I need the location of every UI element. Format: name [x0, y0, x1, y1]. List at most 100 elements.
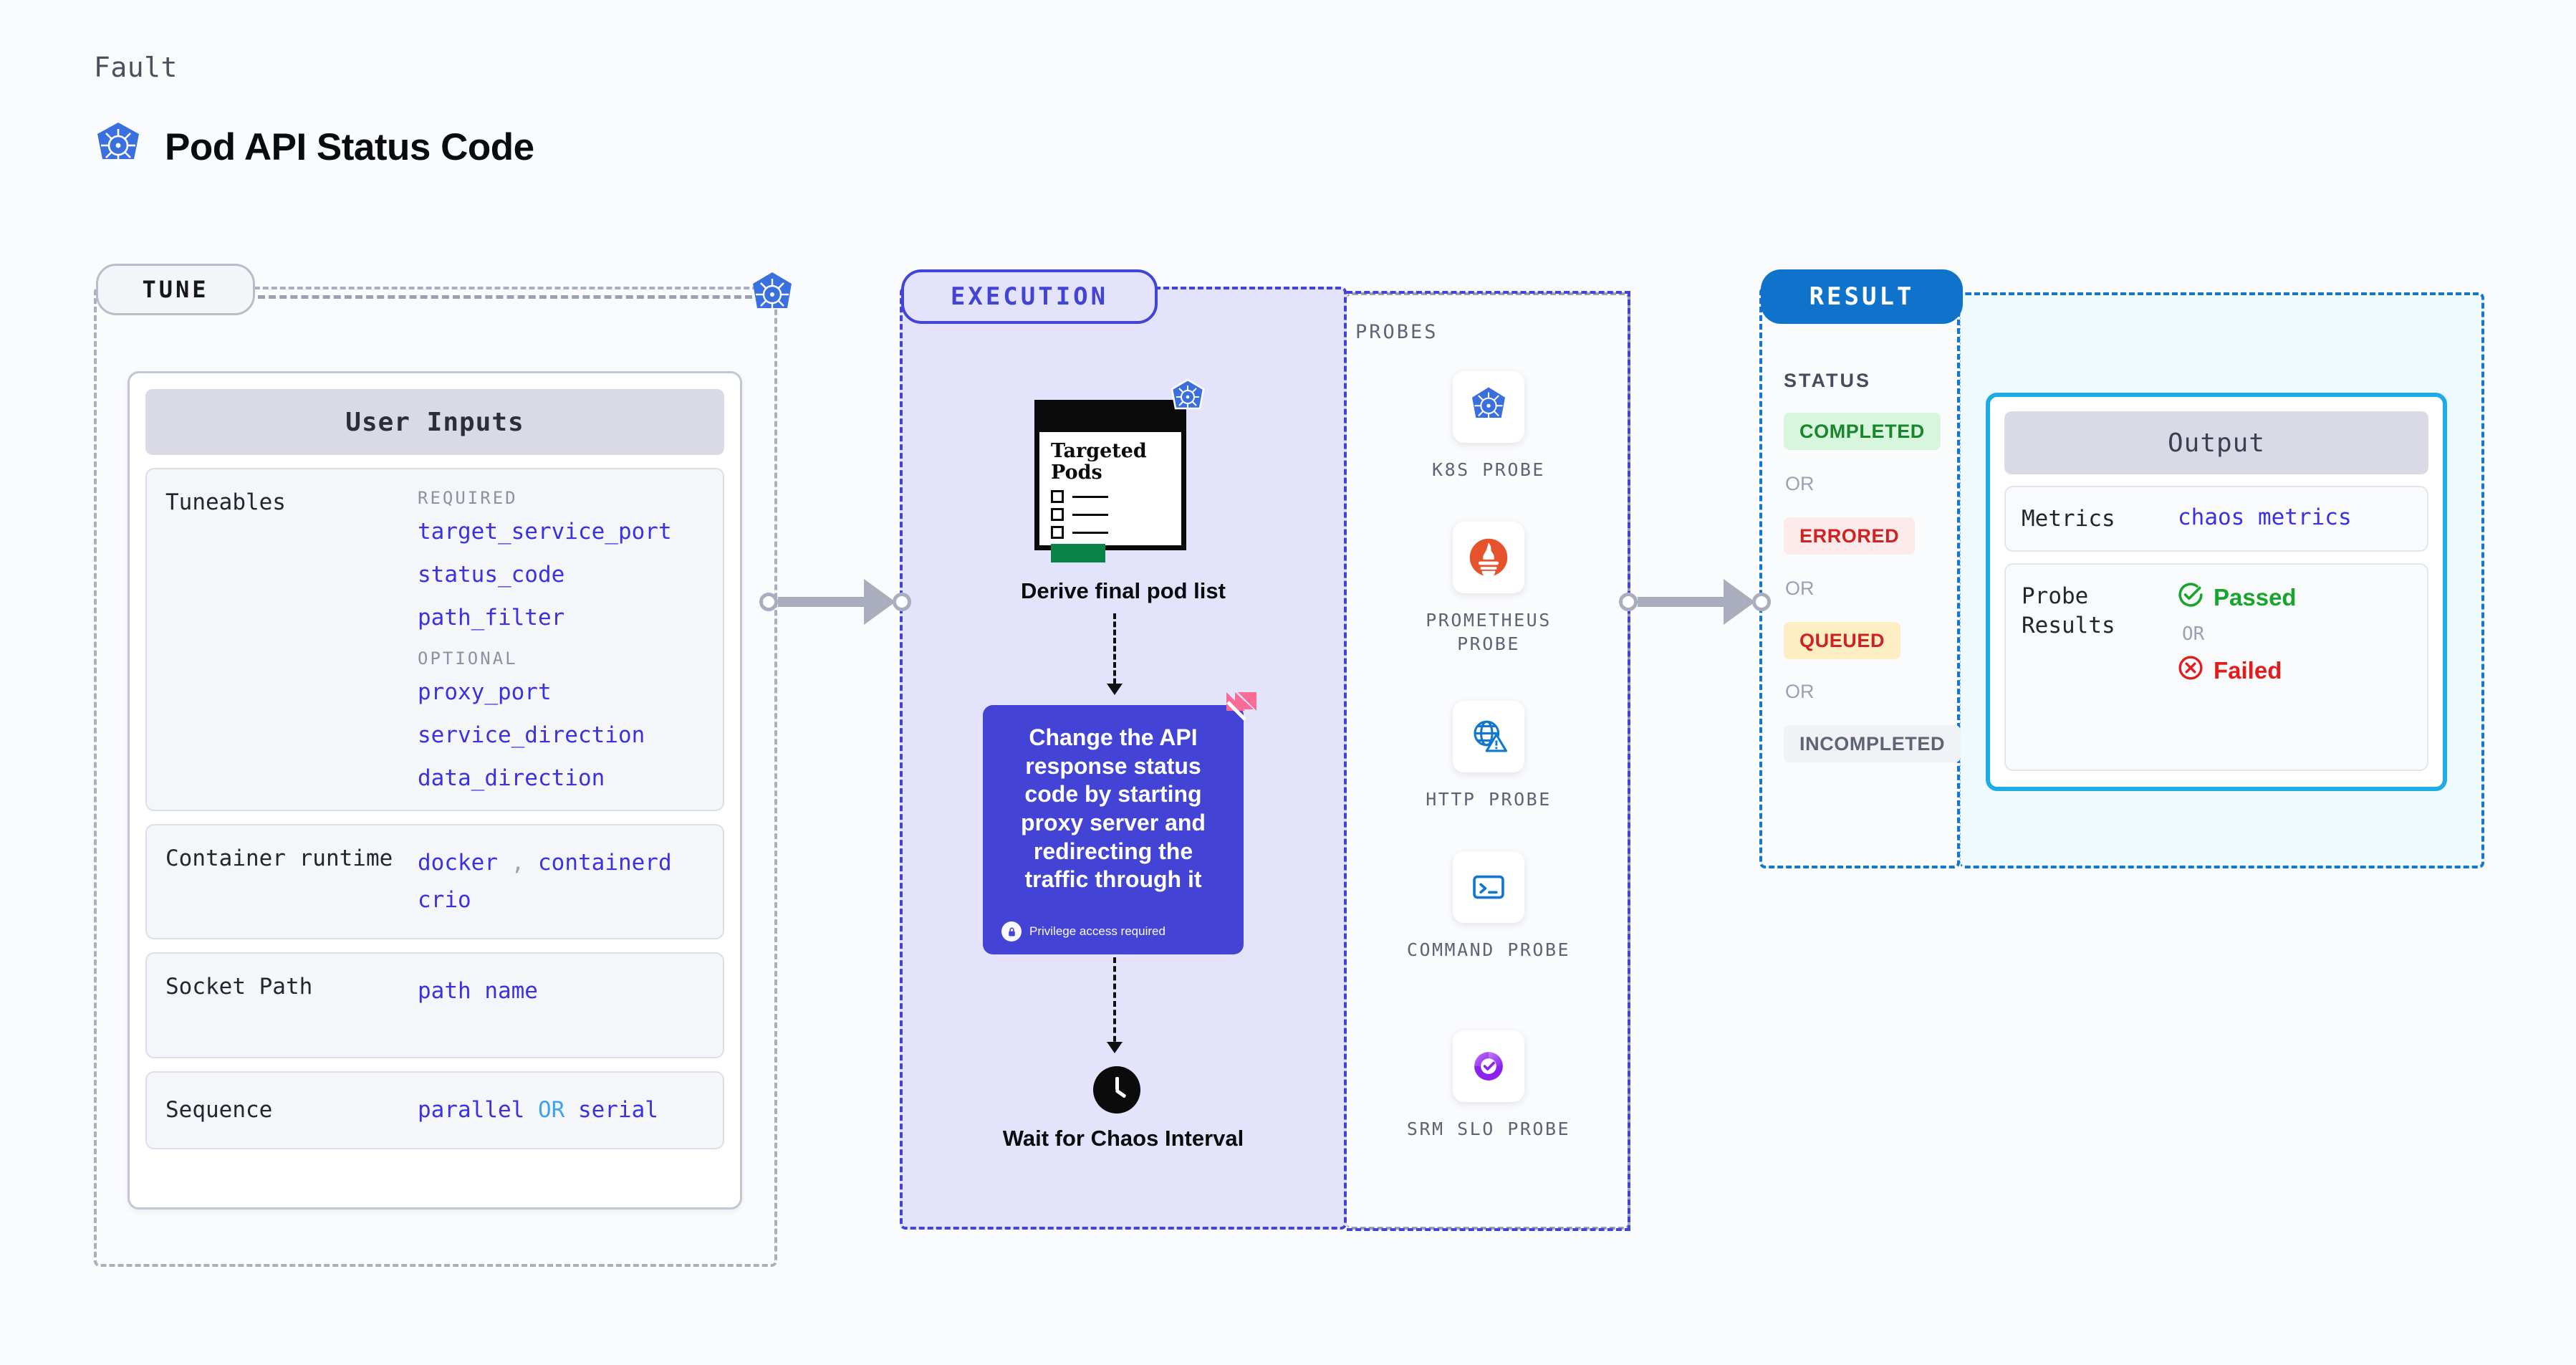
arrow-head-icon — [1724, 579, 1755, 625]
status-badge-completed: COMPLETED — [1784, 413, 1941, 450]
execution-section-label: EXECUTION — [901, 269, 1158, 324]
page-title: Pod API Status Code — [165, 125, 534, 168]
tune-section-panel — [94, 287, 777, 1267]
sequence-row: Sequence parallel OR serial — [145, 1071, 724, 1149]
status-or-label: OR — [1785, 473, 1815, 494]
sequence-label: Sequence — [165, 1096, 273, 1123]
arrow-head-icon — [864, 579, 895, 625]
sequence-or: OR — [537, 1096, 565, 1123]
probe-result-failed: Failed — [2178, 655, 2297, 686]
tuneable-status-code[interactable]: status_code — [418, 562, 565, 588]
list-item — [1051, 490, 1181, 504]
checkbox-icon — [1051, 526, 1064, 540]
fault-eyebrow: Fault — [94, 52, 178, 83]
probe-http[interactable]: HTTP PROBE — [1403, 701, 1575, 812]
user-inputs-title: User Inputs — [145, 389, 724, 455]
chaos-action-text: Change the API response status code by s… — [1021, 724, 1206, 893]
connector-bar — [778, 597, 865, 607]
connector-end-dot — [893, 593, 911, 611]
probe-results-values: Passed OR Failed — [2178, 582, 2297, 686]
probe-passed-label: Passed — [2214, 584, 2297, 611]
user-inputs-card: User Inputs Tuneables REQUIRED target_se… — [128, 371, 742, 1210]
tuneable-service-direction[interactable]: service_direction — [418, 722, 645, 749]
metrics-label: Metrics — [2022, 506, 2115, 532]
document-header-bar — [1039, 405, 1181, 432]
globe-warning-icon — [1453, 701, 1524, 772]
list-item — [1051, 508, 1181, 522]
status-or-label: OR — [1785, 681, 1815, 702]
probe-label: HTTP PROBE — [1426, 789, 1552, 810]
harness-logo-icon — [1216, 689, 1258, 731]
metrics-value[interactable]: chaos metrics — [2178, 504, 2352, 530]
result-section-label: RESULT — [1761, 269, 1963, 324]
list-line — [1072, 495, 1108, 498]
checkbox-icon — [1051, 490, 1064, 504]
sequence-parallel[interactable]: parallel — [418, 1096, 525, 1123]
check-circle-icon — [2178, 582, 2203, 613]
chaos-action-card: Change the API response status code by s… — [983, 705, 1244, 954]
probe-command[interactable]: COMMAND PROBE — [1403, 851, 1575, 962]
sequence-serial[interactable]: serial — [577, 1096, 658, 1123]
terminal-icon — [1453, 851, 1524, 923]
privilege-note-text: Privilege access required — [1029, 924, 1166, 938]
tuneable-target-service-port[interactable]: target_service_port — [418, 519, 672, 545]
execution-to-result-arrow — [1619, 579, 1771, 625]
prometheus-icon — [1453, 522, 1524, 593]
tuneable-path-filter[interactable]: path_filter — [418, 605, 565, 631]
probe-prometheus[interactable]: PROMETHEUS PROBE — [1403, 522, 1575, 656]
probe-label: PROMETHEUS PROBE — [1426, 610, 1552, 654]
status-badge-queued: QUEUED — [1784, 622, 1901, 659]
optional-heading: OPTIONAL — [418, 648, 518, 669]
list-line — [1072, 531, 1108, 534]
list-item — [1051, 526, 1181, 540]
lock-icon — [1001, 921, 1022, 942]
runtime-docker[interactable]: docker — [418, 849, 498, 876]
tune-to-execution-arrow — [759, 579, 911, 625]
page-title-row: Pod API Status Code — [92, 120, 534, 173]
kubernetes-icon — [92, 120, 145, 173]
tuneable-data-direction[interactable]: data_direction — [418, 765, 605, 792]
flow-arrow-down-icon — [1107, 957, 1123, 1053]
output-title: Output — [2004, 411, 2428, 474]
connector-start-dot — [759, 593, 778, 611]
metrics-row: Metrics chaos metrics — [2004, 486, 2428, 552]
tune-section-label: TUNE — [96, 264, 255, 315]
derive-pod-list-caption: Derive final pod list — [1021, 578, 1226, 603]
probe-results-or: OR — [2182, 623, 2205, 646]
tuneables-values: REQUIRED target_service_port status_code… — [418, 488, 704, 791]
clock-minute-hand — [1115, 1088, 1127, 1098]
targeted-pods-title: Targeted Pods — [1051, 440, 1147, 484]
clock-icon — [1093, 1066, 1140, 1113]
socket-path-value[interactable]: path name — [418, 977, 538, 1004]
x-circle-icon — [2178, 655, 2203, 686]
connector-start-dot — [1619, 593, 1638, 611]
connector-end-dot — [1752, 593, 1771, 611]
runtime-containerd[interactable]: containerd — [538, 849, 672, 876]
runtime-crio[interactable]: crio — [418, 887, 471, 914]
probe-srm-slo[interactable]: SRM SLO PROBE — [1403, 1030, 1575, 1141]
flow-arrow-down-icon — [1107, 613, 1123, 695]
tuneables-label: Tuneables — [165, 489, 286, 515]
probe-result-passed: Passed — [2178, 582, 2297, 613]
kubernetes-icon — [1453, 371, 1524, 443]
kubernetes-icon — [747, 271, 797, 321]
status-or-label: OR — [1785, 578, 1815, 599]
kubernetes-icon — [1168, 378, 1208, 418]
pod-checklist — [1039, 483, 1181, 540]
probes-bottom-border — [1347, 1228, 1630, 1231]
checkbox-icon — [1051, 508, 1064, 522]
container-runtime-values: docker , containerd crio — [418, 844, 704, 919]
tuneable-proxy-port[interactable]: proxy_port — [418, 679, 552, 706]
probes-heading: PROBES — [1355, 321, 1438, 343]
status-heading: STATUS — [1784, 370, 1871, 391]
probes-top-border — [1347, 291, 1630, 294]
probe-k8s[interactable]: K8S PROBE — [1403, 371, 1575, 482]
wait-for-chaos-interval-caption: Wait for Chaos Interval — [1002, 1126, 1244, 1151]
socket-path-label: Socket Path — [165, 973, 313, 1000]
runtime-separator: , — [511, 849, 525, 876]
probe-label: K8S PROBE — [1432, 459, 1545, 480]
probe-results-row: Probe Results Passed OR — [2004, 563, 2428, 772]
socket-path-row: Socket Path path name — [145, 952, 724, 1058]
status-badge-incompleted: INCOMPLETED — [1784, 725, 1961, 762]
